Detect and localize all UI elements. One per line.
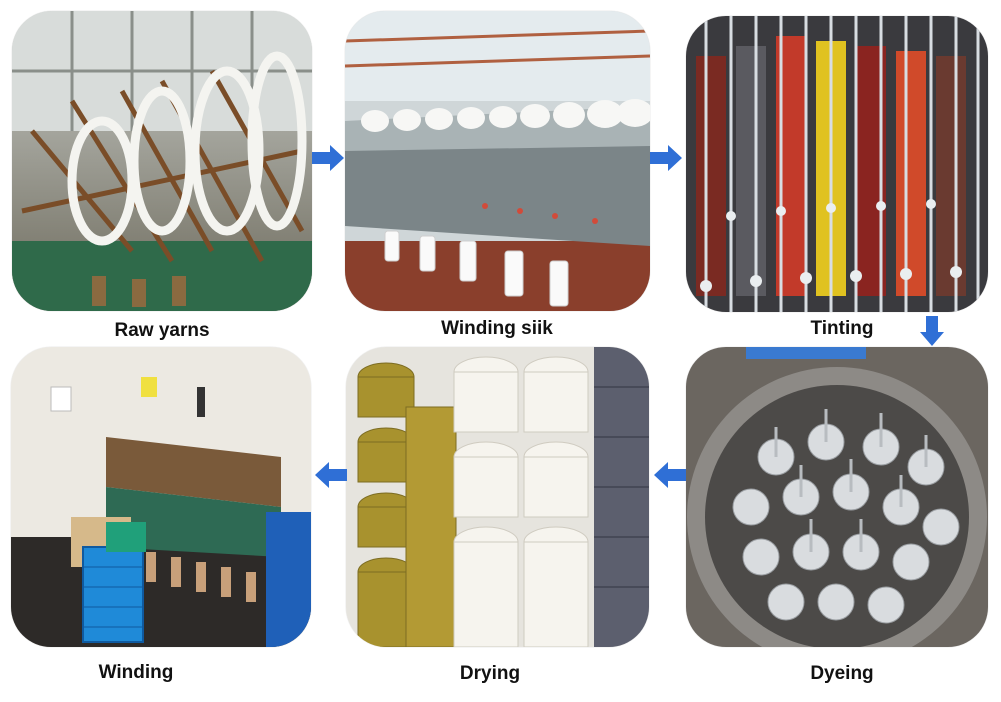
step-label-raw-yarns: Raw yarns [114, 320, 210, 341]
photo-raw-yarns [12, 11, 312, 311]
step-label-dyeing: Dyeing [810, 663, 874, 684]
photo-tinting [686, 16, 988, 312]
photo-winding-silk [345, 11, 650, 311]
photo-drying [346, 347, 649, 647]
arrow-right-icon [650, 145, 682, 171]
arrow-right-icon [312, 145, 344, 171]
step-label-tinting: Tinting [810, 318, 874, 339]
arrow-left-icon [654, 462, 686, 488]
arrow-left-icon [315, 462, 347, 488]
step-label-drying: Drying [459, 663, 521, 684]
step-label-winding: Winding [98, 662, 174, 683]
arrow-down-icon [920, 316, 944, 346]
photo-winding [11, 347, 311, 647]
photo-dyeing [686, 347, 988, 647]
step-label-winding-silk: Winding siik [441, 318, 553, 339]
